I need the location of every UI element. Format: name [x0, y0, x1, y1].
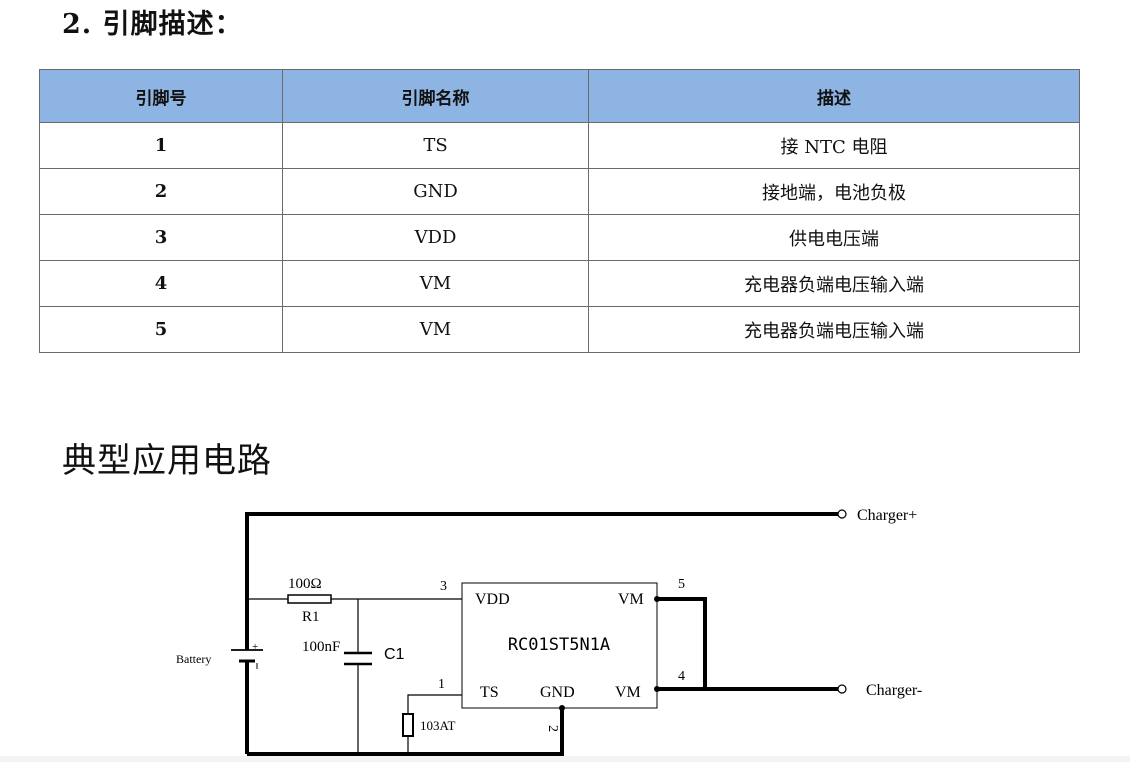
pin-description-cell: 接地端，电池负极	[588, 168, 1080, 215]
table-row: 2 GND 接地端，电池负极	[39, 168, 1080, 215]
table-row: 1 TS 接 NTC 电阻	[39, 122, 1080, 169]
pin-name-cell: TS	[282, 122, 589, 169]
pin-table: 引脚号 引脚名称 描述 1 TS 接 NTC 电阻 2 GND 接地端，电池负极…	[39, 69, 1080, 353]
chip-pin-vm-bottom: VM	[615, 684, 641, 701]
pin-number-cell: 2	[39, 168, 283, 215]
table-row: 5 VM 充电器负端电压输入端	[39, 306, 1080, 353]
pin-number-3: 3	[440, 579, 447, 594]
pin-name-cell: VM	[282, 260, 589, 307]
table-row: 4 VM 充电器负端电压输入端	[39, 260, 1080, 307]
charger-minus-terminal	[837, 684, 847, 694]
chip-pin-gnd: GND	[540, 684, 575, 701]
ntc-thermistor	[402, 713, 414, 737]
bottom-scroll-strip	[0, 756, 1130, 762]
chip-body	[461, 582, 658, 709]
resistor-value-label: 100Ω	[288, 576, 322, 592]
chip-pin-vdd: VDD	[475, 591, 510, 608]
wire-battery-gnd	[247, 708, 564, 756]
chip-pin-vm-top: VM	[618, 591, 644, 608]
pin-name-cell: VDD	[282, 214, 589, 261]
pin-number-cell: 4	[39, 260, 283, 307]
pin-description-cell: 充电器负端电压输入端	[588, 260, 1080, 307]
wire-vm-charger-minus	[657, 597, 838, 691]
pin-number-cell: 5	[39, 306, 283, 353]
resistor-r1	[287, 594, 332, 604]
pin-description-cell: 接 NTC 电阻	[588, 122, 1080, 169]
charger-plus-terminal	[837, 509, 847, 519]
circuit-title: 典型应用电路	[62, 441, 272, 481]
pin-description-cell: 充电器负端电压输入端	[588, 306, 1080, 353]
charger-minus-label: Charger-	[866, 682, 922, 699]
pin-number-2: 2	[545, 725, 560, 732]
pin-number-5: 5	[678, 577, 685, 592]
chip-pin-ts: TS	[480, 684, 499, 701]
wire-charger-plus	[245, 512, 838, 754]
pin-number-4: 4	[678, 669, 685, 684]
pin-name-cell: VM	[282, 306, 589, 353]
resistor-name-label: R1	[302, 609, 320, 625]
section-title: 2. 引脚描述：	[62, 9, 243, 40]
header-pin-number: 引脚号	[39, 69, 283, 123]
charger-plus-label: Charger+	[857, 507, 917, 524]
pin-number-cell: 3	[39, 214, 283, 261]
header-pin-name: 引脚名称	[282, 69, 589, 123]
pin-number-cell: 1	[39, 122, 283, 169]
ntc-label: 103AT	[420, 718, 455, 733]
header-description: 描述	[588, 69, 1080, 123]
battery-plus-label: +	[252, 641, 258, 653]
pin-number-1: 1	[438, 677, 445, 692]
table-row: 3 VDD 供电电压端	[39, 214, 1080, 261]
pin-description-cell: 供电电压端	[588, 214, 1080, 261]
table-header-row: 引脚号 引脚名称 描述	[39, 69, 1080, 123]
pin-name-cell: GND	[282, 168, 589, 215]
capacitor-name-label: C1	[384, 646, 405, 663]
capacitor-value-label: 100nF	[302, 639, 340, 655]
battery-label: Battery	[176, 652, 211, 666]
circuit-diagram: + Battery 100Ω R1 100nF C1 103AT RC01ST5…	[176, 507, 922, 756]
chip-name-label: RC01ST5N1A	[508, 635, 610, 655]
